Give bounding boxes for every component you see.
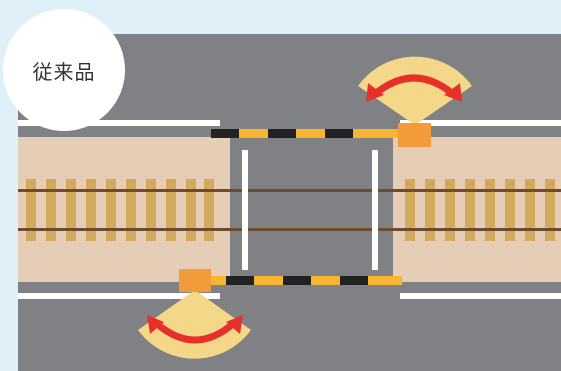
gate-stripe	[283, 276, 311, 285]
double-headed-arc-arrow-icon	[366, 74, 462, 102]
sleeper	[86, 179, 96, 241]
arc-arrow-head-right	[444, 83, 462, 102]
sensor-top	[358, 56, 472, 147]
rail-lower	[18, 228, 561, 231]
sleeper	[106, 179, 116, 241]
rails	[18, 189, 561, 231]
gate-stripe	[340, 276, 368, 285]
sleeper	[505, 179, 515, 241]
double-headed-arc-arrow-icon	[147, 315, 243, 344]
crossing-edge-line-left	[242, 150, 248, 270]
gate-bar-bottom	[205, 276, 402, 285]
sleeper	[204, 179, 214, 241]
lane-line-top-right	[400, 120, 561, 126]
arc-arrow-head-left	[147, 315, 164, 334]
sleeper	[186, 179, 196, 241]
sleeper	[545, 179, 555, 241]
gate-stripe	[268, 129, 296, 138]
sleeper	[166, 179, 176, 241]
arc-arrow-head-right	[226, 315, 243, 334]
lane-line-bottom-right	[400, 293, 561, 299]
gate-stripe	[325, 129, 353, 138]
sleeper	[26, 179, 36, 241]
sensor-fan-bottom	[138, 290, 251, 359]
arc-arrow-shaft	[371, 74, 457, 98]
crossing-surface-right	[393, 137, 561, 282]
gate-post-bottom	[179, 269, 211, 292]
gate-bar-top	[211, 129, 400, 138]
sleeper	[46, 179, 56, 241]
sleeper	[405, 179, 415, 241]
sleeper	[525, 179, 535, 241]
gate-stripe	[226, 276, 254, 285]
sleeper	[485, 179, 495, 241]
product-label-badge: 従来品	[3, 9, 125, 131]
sensor-fan-top	[358, 56, 472, 125]
lane-line-top-left	[18, 120, 220, 126]
gate-bar-top-base	[211, 129, 400, 138]
arc-arrow-shaft	[152, 319, 238, 344]
sleepers-left	[26, 179, 214, 241]
gate-post-top	[398, 123, 431, 147]
sleeper	[66, 179, 76, 241]
lane-line-bottom-left	[18, 293, 220, 299]
sleeper	[146, 179, 156, 241]
sleeper	[465, 179, 475, 241]
arc-arrow-head-left	[366, 83, 384, 102]
sleeper	[445, 179, 455, 241]
sleeper	[425, 179, 435, 241]
sensor-bottom	[138, 269, 251, 359]
crossing-edge-line-right	[372, 150, 378, 270]
badge-label: 従来品	[32, 59, 96, 84]
rail-upper	[18, 189, 561, 192]
sleeper	[126, 179, 136, 241]
sleepers-right	[405, 179, 555, 241]
gate-stripe	[211, 129, 239, 138]
lane-markings	[18, 120, 561, 299]
